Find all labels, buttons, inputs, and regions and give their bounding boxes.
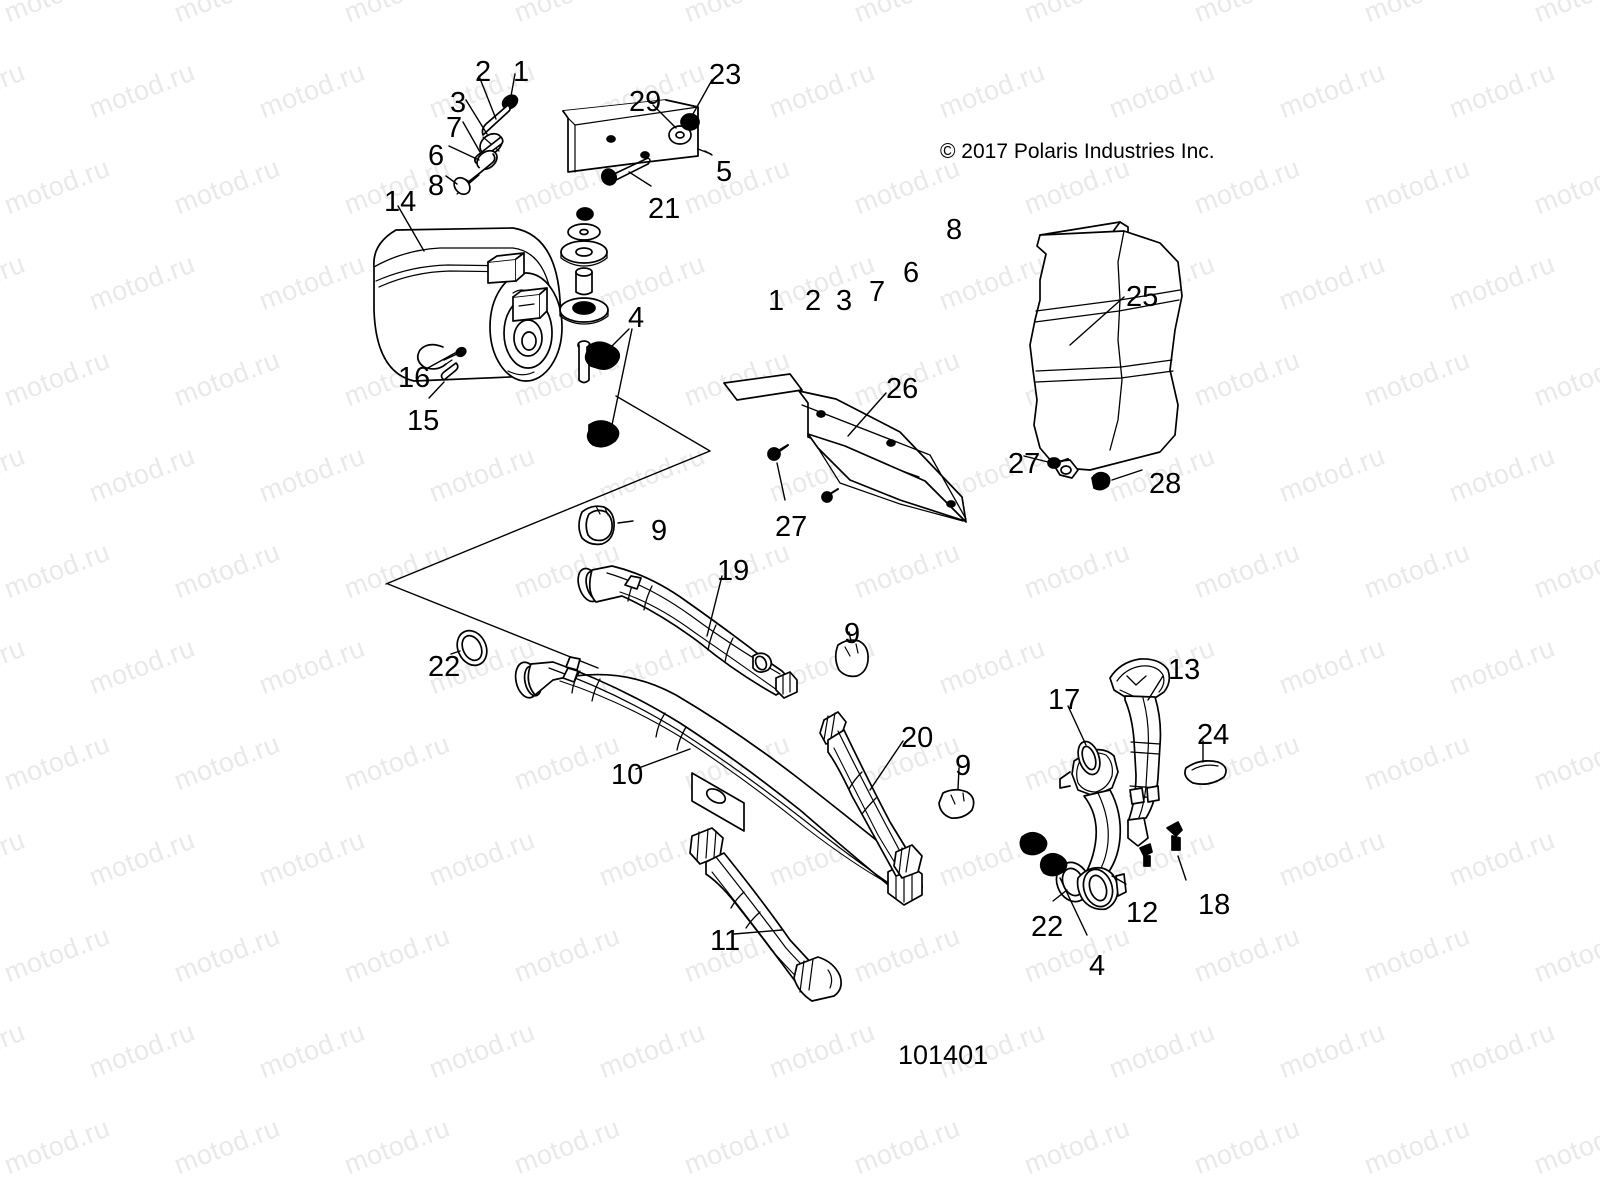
callout-grommet-6: 6 (428, 140, 445, 172)
callout-screw-27: 27 (775, 511, 808, 543)
callout-washer-large-3: 3 (836, 285, 853, 317)
callout-heat-shield-center-26: 26 (886, 373, 919, 405)
callout-nut-flange-23: 23 (709, 59, 742, 91)
copyright-notice: © 2017 Polaris Industries Inc. (940, 140, 1215, 163)
callout-stud-bolt-18: 18 (1198, 889, 1231, 921)
callout-clamp-9: 9 (955, 750, 972, 782)
callout-header-pipe-12: 12 (1126, 897, 1159, 929)
callout-bolt-long-21: 21 (648, 193, 681, 225)
callout-rivet-16: 16 (398, 362, 431, 394)
callout-gasket-ring-22: 22 (1031, 911, 1064, 943)
callout-washer-2: 2 (805, 285, 822, 317)
callout-exhaust-manifold-13: 13 (1168, 654, 1201, 686)
callout-clip-15: 15 (407, 405, 440, 437)
callout-muffler-14: 14 (384, 186, 417, 218)
callout-washer-3: 3 (450, 87, 467, 119)
callout-mounting-bracket-5: 5 (716, 156, 733, 188)
callout-gasket-ring-22: 22 (428, 651, 461, 683)
callout-screw-27: 27 (1008, 448, 1041, 480)
callout-nut-1: 1 (513, 56, 530, 88)
callout-gasket-24: 24 (1197, 719, 1230, 751)
callout-bolt-8: 8 (946, 214, 963, 246)
callout-nut-1: 1 (768, 285, 785, 317)
callout-washer-small-29: 29 (629, 86, 662, 118)
callout-bolt-8: 8 (428, 170, 445, 202)
drawing-number: 101401 (898, 1040, 989, 1070)
callout-heat-shield-right-25: 25 (1126, 281, 1159, 313)
callout-bushing-7: 7 (869, 276, 886, 308)
callout-spacer-sleeve-2: 2 (475, 56, 492, 88)
callout-grommet-6: 6 (903, 257, 920, 289)
callout-exhaust-pipe-short-20: 20 (901, 722, 934, 754)
callout-exhaust-pipe-main-10: 10 (611, 759, 644, 791)
callout-clamp-9: 9 (844, 618, 861, 650)
callout-bushing-7: 7 (446, 112, 463, 144)
callout-nut-clip-28: 28 (1149, 468, 1182, 500)
callout-exhaust-pipe-lower-11: 11 (710, 925, 741, 957)
callout-seal-ring-17: 17 (1048, 684, 1081, 716)
callout-clamp-9: 9 (651, 515, 668, 547)
callout-isolator-mount-4: 4 (628, 302, 645, 334)
callout-exhaust-pipe-upper-19: 19 (717, 555, 750, 587)
callout-isolator-mount-4: 4 (1089, 950, 1106, 982)
